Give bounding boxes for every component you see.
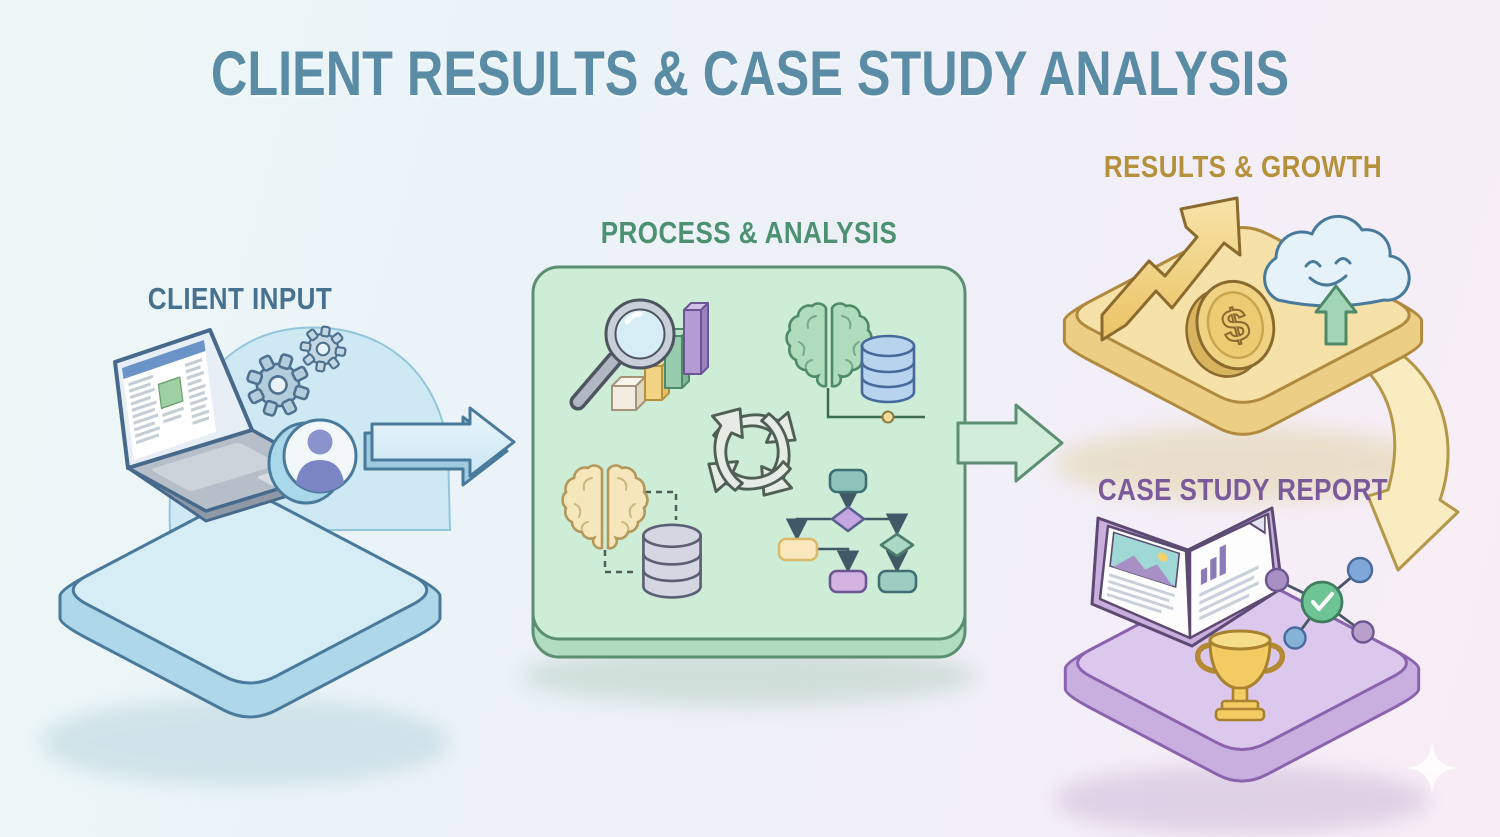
browser-header-bar bbox=[122, 339, 206, 380]
growth-arrow-icon bbox=[1100, 196, 1242, 342]
label-client-input: CLIENT INPUT bbox=[147, 281, 333, 316]
flow-node-purple bbox=[828, 569, 868, 594]
results-growth-platform: $ bbox=[1062, 196, 1424, 436]
flow-node-decision-1 bbox=[830, 505, 866, 533]
case-study-report-platform bbox=[1063, 506, 1421, 783]
user-avatar-icon bbox=[267, 418, 358, 505]
arrow-client-to-process bbox=[363, 406, 516, 487]
page-title: CLIENT RESULTS & CASE STUDY ANALYSIS bbox=[210, 39, 1290, 109]
magnifier bbox=[569, 298, 676, 411]
screen-image-block bbox=[157, 376, 184, 410]
smiling-cloud-icon bbox=[1263, 214, 1411, 308]
cream-brain-database-icon bbox=[561, 464, 702, 599]
green-brain-database-icon bbox=[785, 302, 925, 424]
flowchart-icon bbox=[777, 468, 918, 594]
client-input-platform bbox=[58, 322, 452, 719]
trophy-icon bbox=[1195, 629, 1285, 722]
flow-node-decision-2 bbox=[879, 532, 915, 558]
checkmark bbox=[1311, 592, 1334, 611]
arrow-process-to-results bbox=[956, 403, 1064, 483]
dollar-coin-icon: $ bbox=[1185, 279, 1276, 378]
network-check-icon bbox=[1264, 556, 1375, 650]
flow-node-yellow bbox=[777, 537, 819, 562]
label-case-study-report: CASE STUDY REPORT bbox=[1097, 472, 1389, 507]
label-process-analysis: PROCESS & ANALYSIS bbox=[600, 215, 898, 250]
label-results-growth: RESULTS & GROWTH bbox=[1103, 149, 1383, 184]
shadow-case bbox=[1054, 766, 1430, 834]
sparkle-icon bbox=[1407, 742, 1457, 794]
bar-cube bbox=[611, 376, 646, 411]
flow-node-teal bbox=[877, 569, 918, 594]
flow-node-start bbox=[828, 468, 868, 494]
magnifier-bar-chart-icon bbox=[569, 298, 709, 411]
shadow-client bbox=[40, 698, 450, 786]
process-analysis-box bbox=[531, 265, 1064, 659]
open-report-book-icon bbox=[1090, 506, 1284, 648]
shadow-results bbox=[1055, 426, 1431, 502]
report-bar-chart bbox=[1200, 544, 1226, 585]
arrow-results-to-case-study bbox=[1342, 338, 1460, 572]
gears-icon bbox=[237, 322, 350, 426]
shadow-process bbox=[521, 646, 977, 706]
upload-arrow-icon bbox=[1314, 284, 1358, 346]
laptop-icon bbox=[113, 328, 332, 523]
bar-purple bbox=[683, 302, 709, 375]
